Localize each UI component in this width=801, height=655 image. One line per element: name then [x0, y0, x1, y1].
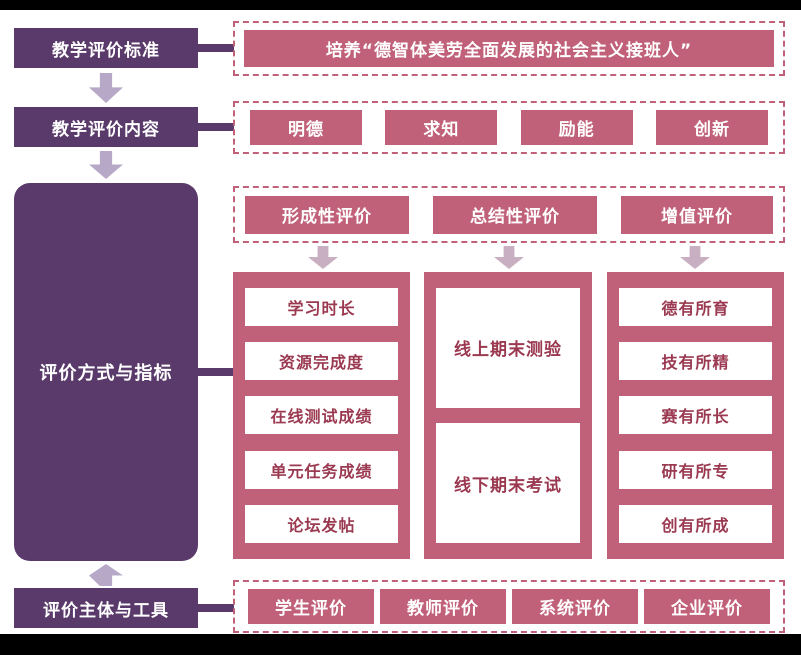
- left-box-subjects: 评价主体与工具: [14, 588, 198, 628]
- content-item: 明德: [250, 110, 362, 145]
- top-frame-bar: [0, 0, 801, 10]
- indicator-item: 研有所专: [619, 450, 772, 489]
- indicator-item: 赛有所长: [619, 396, 772, 435]
- left-box-methods: 评价方式与指标: [14, 183, 198, 561]
- indicator-item: 创有所成: [619, 504, 772, 543]
- indicator-item: 技有所精: [619, 342, 772, 381]
- left-box-content: 教学评价内容: [14, 107, 198, 147]
- arrow-down-icon: [89, 151, 123, 179]
- indicator-item: 论坛发帖: [245, 504, 398, 543]
- connector-line-content: [197, 123, 234, 131]
- formative-indicators-column: 学习时长 资源完成度 在线测试成绩 单元任务成绩 论坛发帖: [233, 272, 410, 559]
- bottom-frame-bar: [0, 634, 801, 655]
- connector-line-standards: [197, 44, 234, 52]
- left-box-standards: 教学评价标准: [14, 28, 198, 68]
- indicator-item: 资源完成度: [245, 342, 398, 381]
- arrow-down-icon: [494, 246, 524, 269]
- indicator-item: 学习时长: [245, 288, 398, 327]
- subjects-group: 学生评价 教师评价 系统评价 企业评价: [233, 580, 785, 633]
- connector-line-subjects: [197, 604, 234, 612]
- content-group: 明德 求知 励能 创新: [233, 101, 785, 154]
- content-item: 创新: [655, 110, 768, 145]
- indicator-item: 德有所育: [619, 288, 772, 327]
- arrow-down-icon: [308, 246, 338, 269]
- goal-box: 培养“德智体美劳全面发展的社会主义接班人”: [244, 30, 774, 67]
- subject-item: 学生评价: [248, 589, 374, 624]
- indicator-item: 单元任务成绩: [245, 450, 398, 489]
- content-item: 求知: [385, 110, 498, 145]
- arrow-up-icon: [89, 564, 123, 586]
- method-item: 增值评价: [621, 195, 773, 234]
- subject-item: 教师评价: [380, 589, 506, 624]
- content-item: 励能: [520, 110, 633, 145]
- standards-group: 培养“德智体美劳全面发展的社会主义接班人”: [233, 21, 785, 76]
- indicator-item: 线上期末测验: [436, 287, 580, 408]
- arrow-down-icon: [680, 246, 710, 269]
- connector-line-methods: [197, 368, 234, 376]
- value-added-indicators-column: 德有所育 技有所精 赛有所长 研有所专 创有所成: [607, 272, 784, 559]
- method-item: 总结性评价: [433, 195, 597, 234]
- indicator-item: 线下期末考试: [436, 423, 580, 544]
- subject-item: 系统评价: [512, 589, 638, 624]
- indicator-item: 在线测试成绩: [245, 396, 398, 435]
- summative-indicators-column: 线上期末测验 线下期末考试: [424, 272, 592, 559]
- method-item: 形成性评价: [245, 195, 409, 234]
- methods-group: 形成性评价 总结性评价 增值评价: [233, 186, 785, 243]
- subject-item: 企业评价: [644, 589, 770, 624]
- arrow-down-icon: [89, 73, 123, 103]
